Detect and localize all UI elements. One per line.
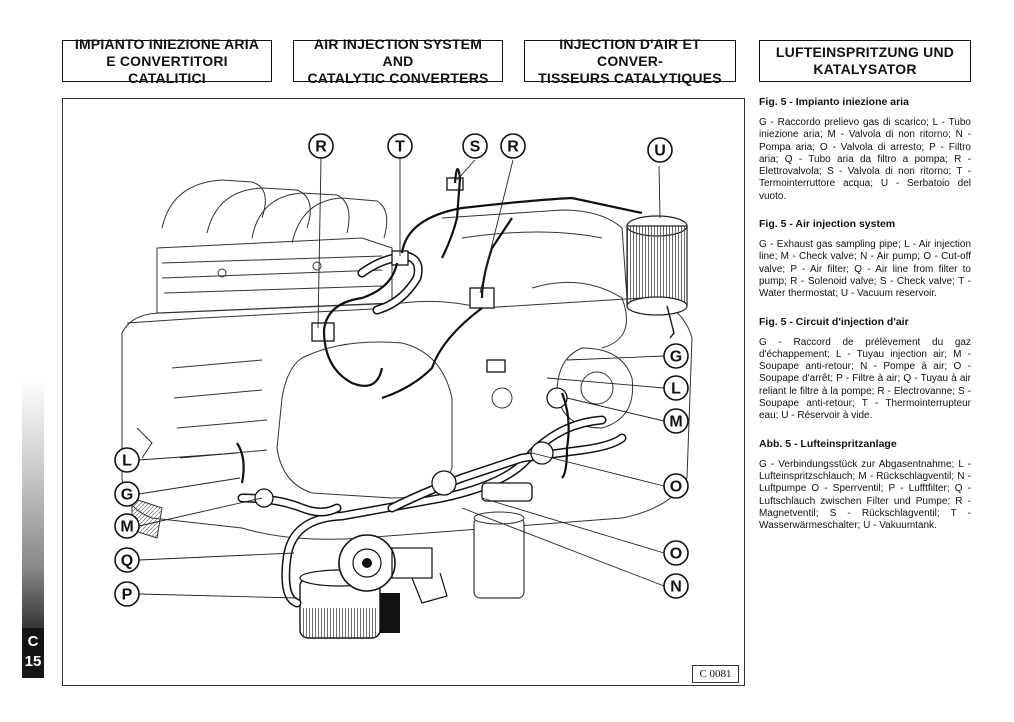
legend-text: G - Exhaust gas sampling pipe; L - Air i… [759, 239, 971, 300]
callout-s: S [462, 133, 488, 159]
legend-title: Fig. 5 - Circuit d'injection d'air [759, 315, 909, 328]
engine-diagram: R T S R U G L M O O N L G M Q P [114, 133, 693, 639]
svg-text:Q: Q [121, 553, 133, 570]
vacuum-lines [236, 168, 643, 484]
page-tab: C 15 [22, 628, 44, 678]
callout-p: P [114, 581, 140, 607]
legend-title: Fig. 5 - Air injection system [759, 218, 896, 231]
svg-text:N: N [670, 579, 682, 596]
legend-english: Fig. 5 - Air injection system G - Exhaus… [759, 218, 971, 300]
callout-q: Q [114, 547, 140, 573]
callout-g-left: G [114, 481, 140, 507]
figure-frame [62, 98, 745, 686]
svg-text:M: M [120, 519, 133, 536]
section-letter: C [27, 633, 39, 650]
svg-text:P: P [122, 587, 133, 604]
callout-m-left: M [114, 513, 140, 539]
header-english: AIR INJECTION SYSTEM AND CATALYTIC CONVE… [293, 36, 503, 86]
callout-r-right: R [500, 133, 526, 159]
legend-italian: Fig. 5 - Impianto iniezione aria G - Rac… [759, 96, 971, 203]
svg-text:U: U [654, 143, 666, 160]
page-number: 15 [24, 653, 42, 670]
svg-text:T: T [395, 139, 405, 156]
callout-g-right: G [663, 343, 689, 369]
air-hoses [237, 251, 627, 608]
legend-title: Fig. 5 - Impianto iniezione aria [759, 96, 909, 108]
figure-code: C 0081 [692, 665, 739, 683]
svg-text:R: R [315, 139, 327, 156]
callout-t: T [387, 133, 413, 159]
legend-text: G - Raccord de prélèvement du gaz d'écha… [759, 336, 971, 422]
engine-block [121, 179, 693, 540]
svg-text:G: G [121, 487, 133, 504]
callout-n: N [663, 573, 689, 599]
callout-labels: R T S R U G L M O O N L G M Q P [114, 133, 689, 607]
svg-text:L: L [122, 453, 132, 470]
callout-l-left: L [114, 447, 140, 473]
svg-text:O: O [670, 546, 682, 563]
legend-french: Fig. 5 - Circuit d'injection d'air G - R… [759, 316, 971, 423]
legend-title: Abb. 5 - Lufteinspritzanlage [759, 437, 897, 450]
header-german: LUFTEINSPRITZUNG UND KATALYSATOR [759, 40, 971, 82]
legend-text: G - Verbindungsstück zur Abgasentnahme; … [759, 458, 971, 532]
svg-text:G: G [670, 349, 682, 366]
air-pump [338, 511, 525, 604]
header-italian: IMPIANTO INIEZIONE ARIA E CONVERTITORI C… [62, 36, 272, 86]
callout-r-left: R [308, 133, 334, 159]
svg-text:O: O [670, 479, 682, 496]
svg-text:S: S [470, 139, 481, 156]
leader-lines [138, 157, 665, 599]
callout-o-upper: O [663, 473, 689, 499]
callout-u: U [647, 137, 673, 163]
callout-o-lower: O [663, 540, 689, 566]
legend-german: Abb. 5 - Lufteinspritzanlage G - Verbind… [759, 438, 971, 533]
legend-column: Fig. 5 - Impianto iniezione aria G - Rac… [759, 96, 971, 547]
vacuum-reservoir [626, 215, 688, 339]
callout-l-right: L [663, 375, 689, 401]
legend-text: G - Raccordo prelievo gas di scarico; L … [759, 117, 971, 202]
svg-text:L: L [671, 381, 681, 398]
svg-text:R: R [507, 139, 519, 156]
svg-text:M: M [669, 414, 682, 431]
callout-m-right: M [663, 408, 689, 434]
page-edge-gradient [22, 380, 44, 630]
header-french: INJECTION D'AIR ET CONVER- TISSEURS CATA… [524, 36, 736, 86]
